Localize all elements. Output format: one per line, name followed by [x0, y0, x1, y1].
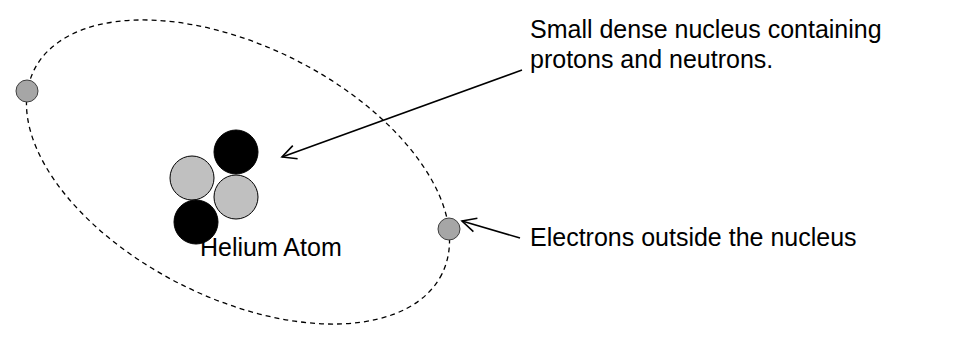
arrow-head — [462, 218, 477, 231]
callout-text: Electrons outside the nucleus — [530, 222, 857, 252]
electron-orbit — [0, 0, 498, 345]
electron — [16, 80, 38, 102]
nucleon — [214, 175, 258, 219]
arrow-head — [282, 146, 298, 159]
callout-text: Small dense nucleus containing protons a… — [530, 14, 960, 74]
atom-name: Helium Atom — [200, 232, 342, 262]
electron — [438, 218, 460, 240]
leader-line — [282, 70, 522, 157]
nucleon — [170, 156, 214, 200]
nucleon — [214, 130, 258, 174]
